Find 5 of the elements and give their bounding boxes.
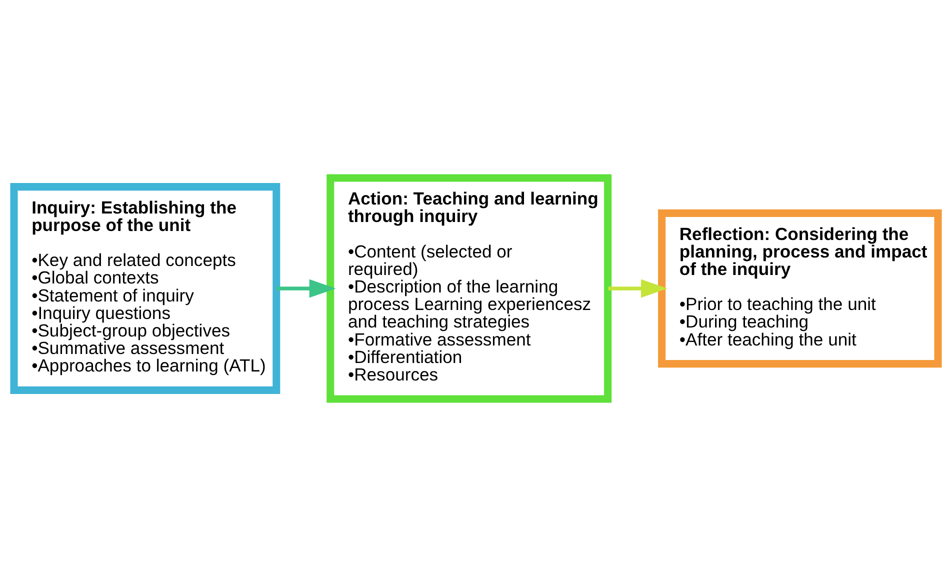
arrow — [276, 278, 336, 298]
arrow — [608, 278, 668, 298]
node-box: Action: Teaching and learning through inquiry •Content (selected or required) •Description of the learning process Learning experiencesz and teaching strategies •Formative assessment •Differentiation •Resources — [326, 174, 612, 402]
node-box: Reflection: Considering the planning, process and impact of the inquiry •Prior to teaching the unit •During teaching •After teaching the unit — [658, 208, 942, 368]
node-box: Inquiry: Establishing the purpose of the unit •Key and related concepts •Global contexts •Statement of inquiry •Inquiry questions •Subject-group objectives •Summative assessment •Approaches to learning (ATL) — [10, 182, 280, 394]
